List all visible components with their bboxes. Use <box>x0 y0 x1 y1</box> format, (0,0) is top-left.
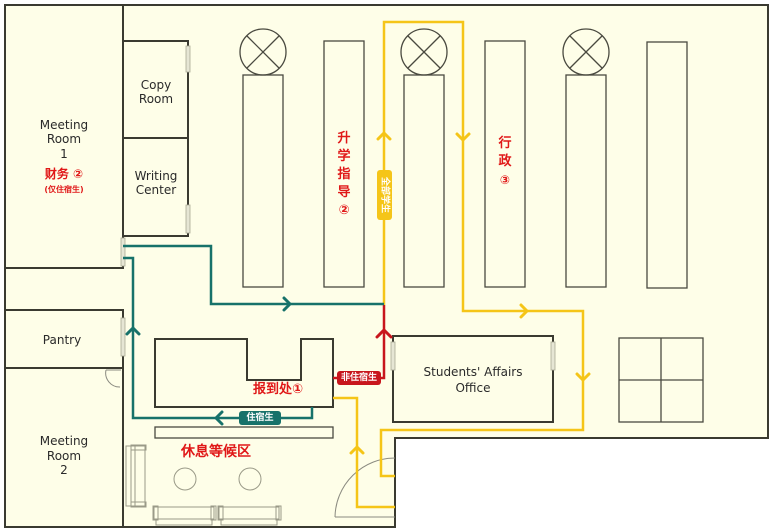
light-fixture-icon <box>239 28 287 76</box>
svg-text:非住宿生: 非住宿生 <box>341 371 377 383</box>
svg-text:升: 升 <box>337 130 350 146</box>
copy-room-label-line1: Copy <box>141 78 171 92</box>
svg-text:政: 政 <box>498 153 512 169</box>
sofa-bottom-1 <box>152 505 217 526</box>
writing-center[interactable]: Writing Center <box>123 137 191 237</box>
writing-center-label-line2: Center <box>136 183 176 197</box>
svg-text:导: 导 <box>337 185 350 200</box>
copy-room-label-line2: Room <box>139 92 173 106</box>
registration-label: 报到处① <box>253 381 303 397</box>
arrow-down-icon <box>575 372 591 382</box>
arrow-right-icon <box>519 303 529 319</box>
route-all-students-path <box>333 396 395 509</box>
booth-table-6 <box>646 41 688 289</box>
guidance-station-label: 升 学 指 导 ② <box>337 130 350 218</box>
arrow-up-icon <box>125 326 141 336</box>
finance-note-label: (仅住宿生) <box>44 184 83 194</box>
waiting-bench <box>154 426 334 439</box>
svg-text:③: ③ <box>500 173 510 187</box>
registration-desk[interactable]: 报到处① <box>154 338 334 408</box>
boarding-badge: 住宿生 <box>239 411 281 425</box>
svg-text:指: 指 <box>337 166 350 182</box>
booth-table-2 <box>323 40 365 288</box>
admin-station-label: 行 政 ③ <box>497 135 512 187</box>
light-fixture-icon <box>562 28 610 76</box>
meeting-room-1-label-line3: 1 <box>60 147 68 161</box>
floor-area <box>5 5 768 527</box>
sofa-left <box>125 444 147 508</box>
light-fixtures <box>239 28 610 76</box>
meeting-room-1-label-line1: Meeting <box>40 118 88 132</box>
students-affairs-office[interactable]: Students' Affairs Office <box>390 335 556 423</box>
finance-station-label: 财务 ② <box>44 166 83 181</box>
meeting-room-2-label-line3: 2 <box>60 463 68 477</box>
arrow-up-icon <box>375 328 393 339</box>
pantry[interactable]: Pantry <box>5 309 126 369</box>
route-boarding: 住宿生 <box>123 244 384 426</box>
meeting-room-2-label-line1: Meeting <box>40 434 88 448</box>
round-table <box>238 467 262 491</box>
route-all-students: 全部学生 <box>333 20 591 509</box>
round-table <box>173 467 197 491</box>
booth-tables <box>242 40 688 289</box>
route-non-boarding: 非住宿生 <box>333 305 393 385</box>
square-table <box>618 337 704 423</box>
students-affairs-label-line1: Students' Affairs <box>424 365 523 379</box>
meeting-room-1[interactable]: Meeting Room 1 财务 ② (仅住宿生) <box>5 4 126 269</box>
svg-text:行: 行 <box>497 135 511 151</box>
meeting-room-2[interactable]: Meeting Room 2 <box>5 367 124 527</box>
arrow-down-icon <box>455 132 471 142</box>
entrance-door[interactable] <box>334 457 396 518</box>
sofa-bottom-2 <box>217 505 282 526</box>
svg-text:②: ② <box>338 203 349 218</box>
svg-text:全部学生: 全部学生 <box>380 176 392 213</box>
svg-text:住宿生: 住宿生 <box>246 411 273 423</box>
svg-text:学: 学 <box>337 148 350 164</box>
writing-center-label-line1: Writing <box>135 169 178 183</box>
students-affairs-label-line2: Office <box>455 381 490 395</box>
arrow-left-icon <box>214 410 224 426</box>
arrow-right-icon <box>282 296 292 312</box>
meeting-room-1-label-line2: Room <box>47 132 81 146</box>
outer-wall <box>4 4 769 528</box>
arrow-up-icon <box>349 445 365 455</box>
arrow-up-icon <box>376 131 392 141</box>
pantry-label: Pantry <box>43 333 81 347</box>
non-boarding-badge: 非住宿生 <box>337 371 381 385</box>
meeting-room-2-label-line2: Room <box>47 449 81 463</box>
booth-table-4 <box>484 40 526 288</box>
waiting-area-label: 休息等候区 <box>180 443 251 460</box>
light-fixture-icon <box>400 28 448 76</box>
waiting-area: 休息等候区 <box>125 443 282 526</box>
all-students-badge: 全部学生 <box>377 170 392 220</box>
